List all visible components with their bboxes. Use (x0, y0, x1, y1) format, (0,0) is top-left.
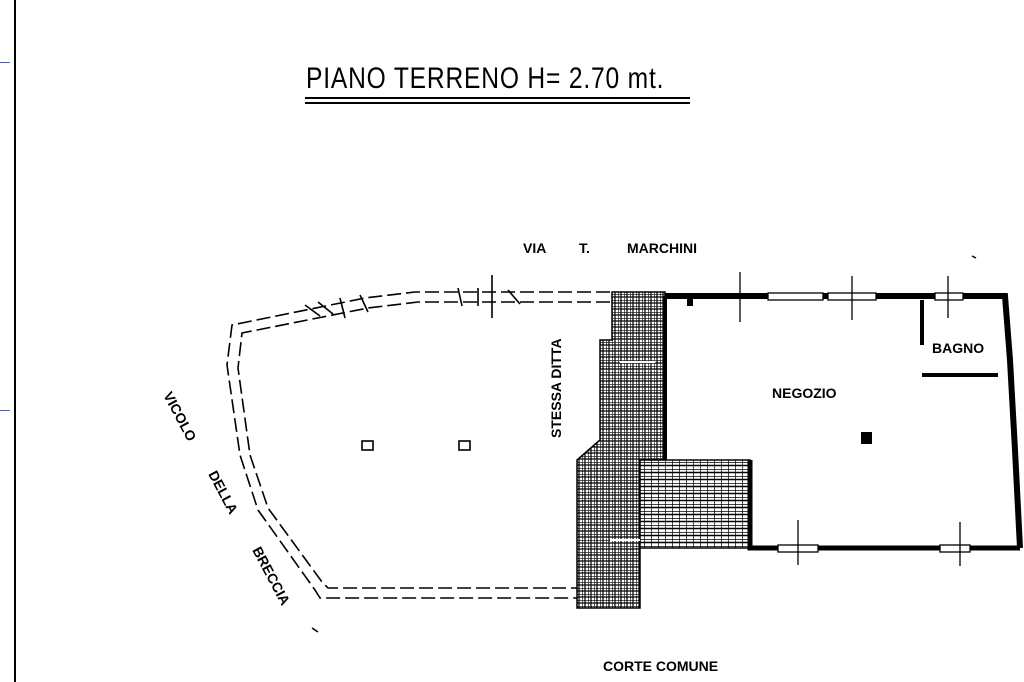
street-label-marchini: MARCHINI (627, 240, 697, 256)
street-label-della: DELLA (205, 468, 241, 517)
street-label-corte-comune: CORTE COMUNE (603, 658, 718, 674)
street-label-vicolo: VICOLO (160, 389, 199, 444)
drawing-mark (971, 255, 977, 259)
sheet-border-tick (0, 62, 10, 63)
sheet-border-line (14, 0, 16, 682)
pillar (458, 440, 471, 451)
room-label-negozio: NEGOZIO (772, 385, 837, 401)
left-unit-outline (226, 291, 610, 599)
stair-steps (639, 459, 751, 549)
room-label-bagno: BAGNO (932, 340, 984, 356)
stair-masonry (576, 291, 666, 609)
street-label-via: VIA (523, 240, 546, 256)
drawing-mark (311, 627, 319, 633)
street-label-breccia: BRECCIA (249, 544, 293, 608)
plan-title: PIANO TERRENO H= 2.70 mt. (306, 61, 664, 95)
pillar (361, 440, 374, 451)
street-label-initial: T. (579, 240, 590, 256)
sheet-border-tick (0, 410, 10, 411)
left-unit-windows (304, 275, 521, 319)
shop-pillar (861, 432, 872, 444)
shop-walls (663, 293, 1023, 551)
label-stessa-ditta: STESSA DITTA (548, 338, 564, 438)
shop-windows (687, 272, 971, 566)
